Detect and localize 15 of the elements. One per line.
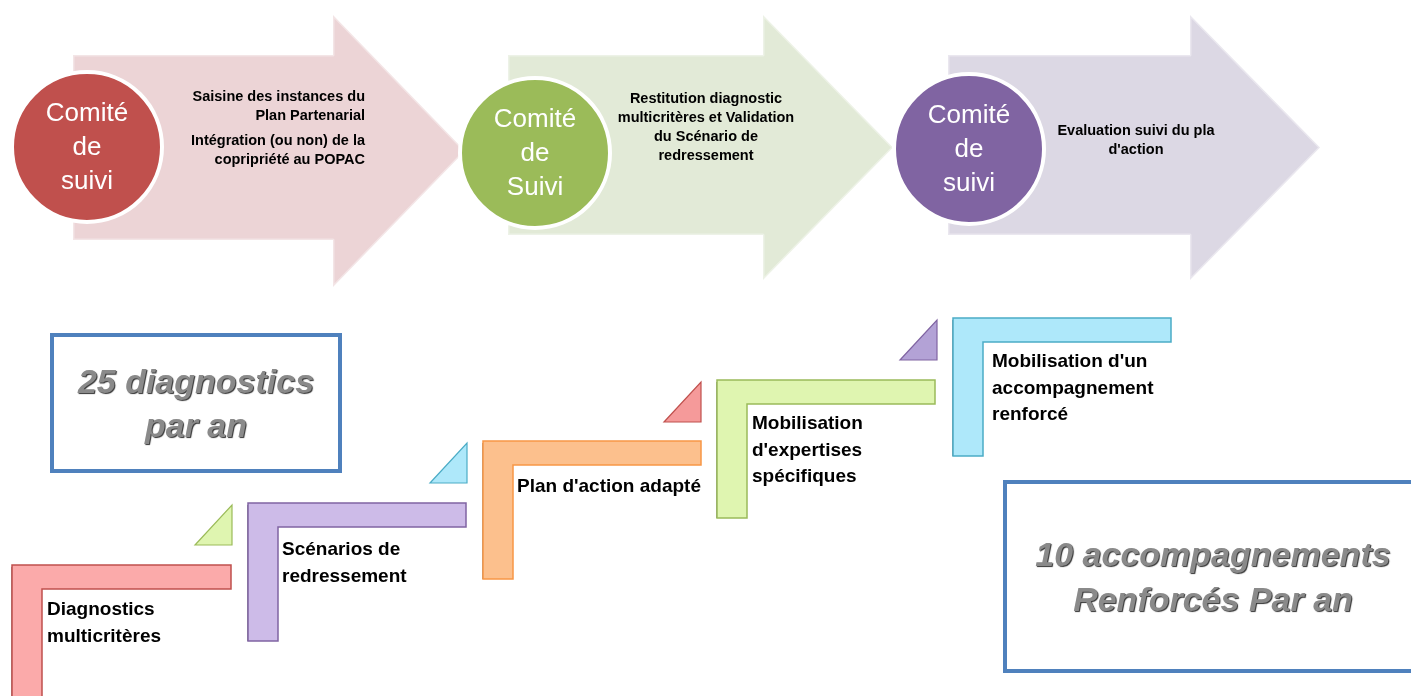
step-description: Restitution diagnostic multicritères et Validation du Scénario de redressement xyxy=(616,89,796,165)
committee-circle: Comité de Suivi xyxy=(458,76,612,230)
step-description: Saisine des instances du Plan Partenarial xyxy=(191,87,365,125)
target-text: 10 accompagnements Renforcés Par an xyxy=(1034,534,1392,620)
target-text: 25 diagnostics par an xyxy=(76,360,316,446)
step-description: Intégration (ou non) de la copripriété au POPAC xyxy=(190,130,365,169)
step-label: Mobilisation d'un accompagnement renforcé xyxy=(992,349,1155,427)
target-box xyxy=(1003,480,1411,673)
step-label: Plan d'action adapté xyxy=(517,474,702,498)
step-label: Scénarios de redressement xyxy=(282,537,408,588)
committee-circle: Comité de suivi xyxy=(892,72,1046,226)
step-label: Diagnostics multicritères xyxy=(47,597,163,648)
step-label: Mobilisation d'expertises spécifiques xyxy=(752,411,864,489)
step-description: Evaluation suivi du pla d'action xyxy=(1056,121,1216,159)
target-box xyxy=(50,333,342,473)
